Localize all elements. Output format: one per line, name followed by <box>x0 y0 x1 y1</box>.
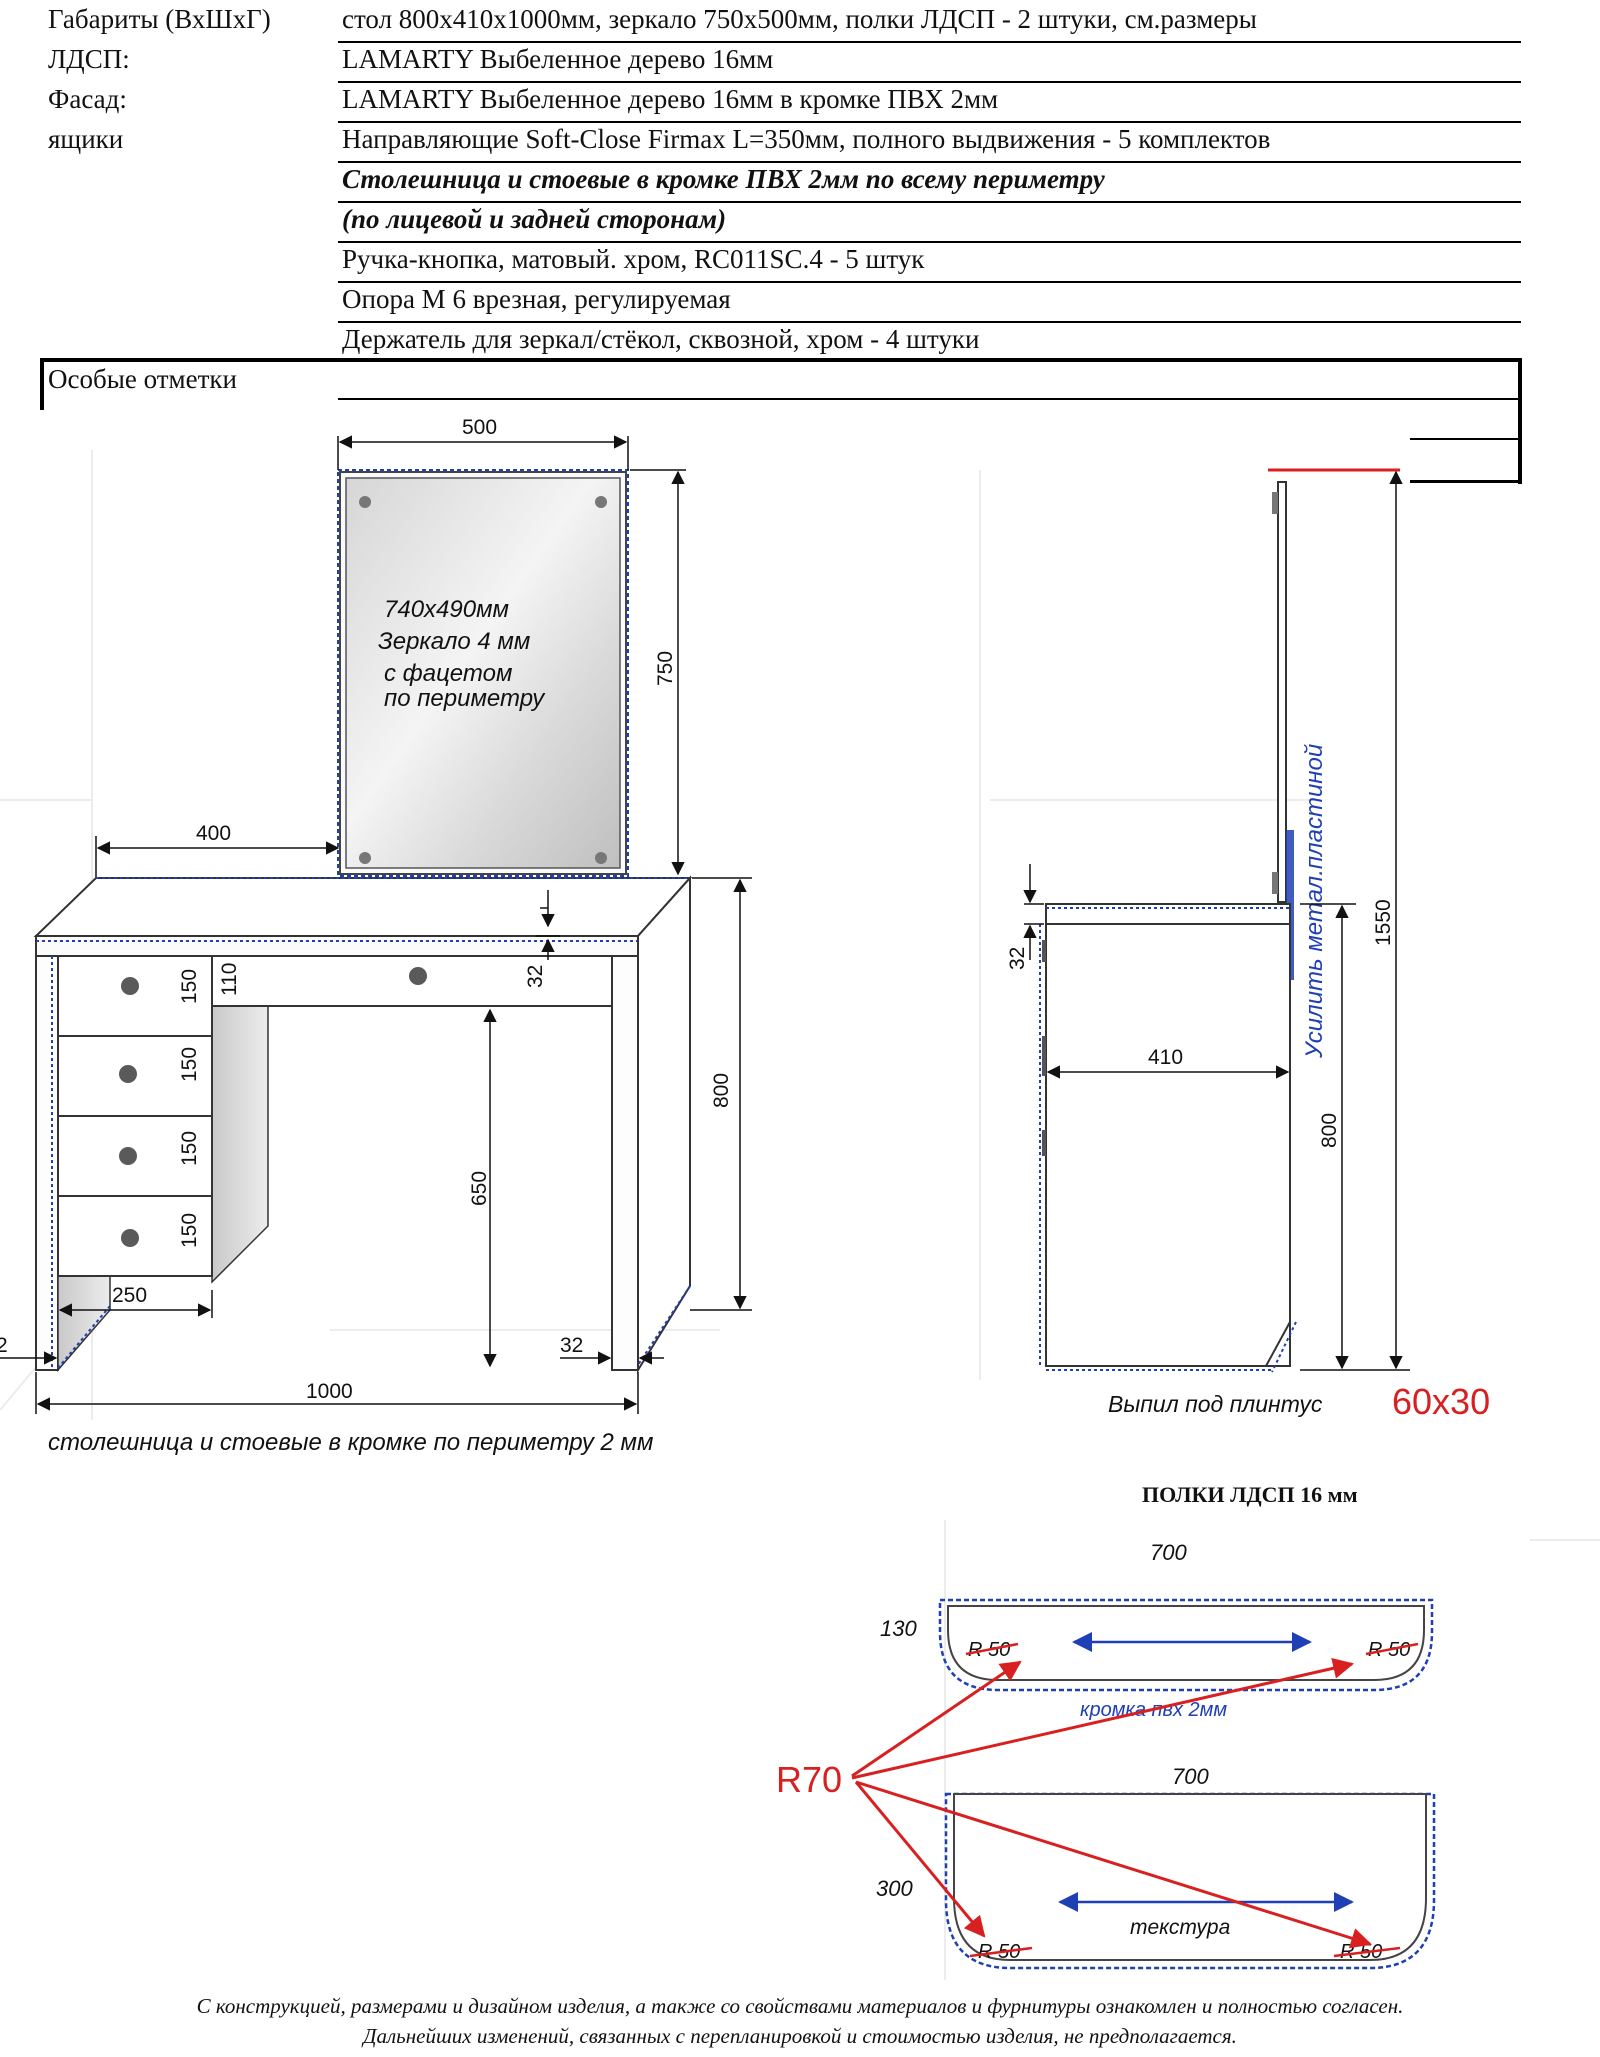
table-rule <box>338 321 1521 323</box>
knob-icon <box>121 977 139 995</box>
spec-value-handle: Ручка-кнопка, матовый. хром, RC011SC.4 -… <box>342 244 925 274</box>
notes-line <box>1410 438 1521 440</box>
dim-knee-height: 650 <box>468 1171 491 1206</box>
shelf-2-depth: 300 <box>876 1876 913 1901</box>
spec-value-ldsp: LAMARTY Выбеленное дерево 16мм <box>342 44 774 74</box>
table-body: 150 150 150 150 110 <box>33 875 693 1374</box>
dim-offset-400: 400 <box>196 822 231 845</box>
shelf-2-edge <box>944 1792 1436 1970</box>
plinth-size: 60х30 <box>1392 1381 1490 1422</box>
spec-value-dimensions: стол 800х410х1000мм, зеркало 750х500мм, … <box>342 4 1257 34</box>
table-rule <box>338 241 1521 243</box>
front-view: 740х490мм Зеркало 4 мм с фацетом по пери… <box>0 416 752 1456</box>
notes-label: Особые отметки <box>48 364 237 394</box>
mirror: 740х490мм Зеркало 4 мм с фацетом по пери… <box>337 469 629 877</box>
dim-total-width: 1000 <box>306 1380 353 1403</box>
notes-box-left <box>40 358 44 410</box>
spec-value-drawers: Направляющие Soft-Close Firmax L=350мм, … <box>342 124 1271 154</box>
knob-icon <box>409 967 427 985</box>
spec-value-support: Опора М 6 врезная, регулируемая <box>342 284 731 314</box>
footer-agreement-line1: С конструкцией, размерами и дизайном изд… <box>196 1994 1404 2018</box>
spec-value-facade: LAMARTY Выбеленное дерево 16мм в кромке … <box>342 84 999 114</box>
dim-cut-2: 2 <box>0 1334 8 1357</box>
dim-mirror-height: 750 <box>654 651 677 686</box>
plinth-label: Выпил под плинтус <box>1108 1391 1323 1417</box>
shelf-1-width: 700 <box>1150 1540 1187 1565</box>
knob-icon <box>119 1147 137 1165</box>
spec-value-edging-sides: (по лицевой и задней сторонам) <box>342 204 727 234</box>
shelf-1-edge <box>938 1598 1434 1692</box>
r70-arrows <box>851 1657 1373 1949</box>
notes-box-top <box>40 358 1522 362</box>
mirror-holder-icon <box>359 852 371 864</box>
shelves-section: ПОЛКИ ЛДСП 16 мм 700 130 R 50 R 50 кромк… <box>776 1482 1436 1970</box>
table-rule <box>338 281 1521 283</box>
shelf-1-depth: 130 <box>880 1616 917 1641</box>
shelves-title: ПОЛКИ ЛДСП 16 мм <box>1142 1482 1358 1507</box>
table-rule <box>338 121 1521 123</box>
table-rule <box>338 161 1521 163</box>
knob-icon <box>121 1229 139 1247</box>
mirror-text-thickness: Зеркало 4 мм <box>378 628 530 655</box>
spec-label-drawers: ящики <box>48 124 124 154</box>
mirror-text-size: 740х490мм <box>384 596 509 623</box>
shelf-2-width: 700 <box>1172 1764 1209 1789</box>
dim-total-height: 800 <box>710 1073 733 1108</box>
notes-line <box>1410 480 1522 483</box>
dim-drawer-1: 150 <box>178 969 201 1004</box>
mirror-text-facet: с фацетом <box>384 660 512 687</box>
side-dim-top-thickness: 32 <box>1006 947 1029 970</box>
spec-label-dimensions: Габариты (ВхШхГ) <box>48 4 271 34</box>
footer-agreement-line2: Дальнейших изменений, связанных с перепл… <box>363 2024 1237 2048</box>
dim-mirror-width: 500 <box>462 416 497 439</box>
spec-value-edging: Столешница и стоевые в кромке ПВХ 2мм по… <box>342 164 1105 194</box>
notes-line <box>338 398 1521 400</box>
mirror-side <box>1277 481 1287 903</box>
side-dim-depth: 410 <box>1148 1046 1183 1069</box>
spec-label-facade: Фасад: <box>48 84 127 114</box>
table-rule <box>338 41 1521 43</box>
dim-drawer-3: 150 <box>178 1131 201 1166</box>
mirror-holder-icon <box>595 852 607 864</box>
shelf-2 <box>953 1793 1427 1961</box>
table-rule <box>338 201 1521 203</box>
spec-value-mirror-holder: Держатель для зеркал/стёкол, сквозной, х… <box>342 324 980 354</box>
table-rule <box>338 81 1521 83</box>
mirror-text-perimeter: по периметру <box>384 685 546 712</box>
dim-pedestal-width: 250 <box>112 1284 147 1307</box>
edge-note: столешница и стоевые в кромке по перимет… <box>48 1429 653 1456</box>
mirror-holder-icon <box>359 496 371 508</box>
dim-center-drawer: 110 <box>218 963 241 996</box>
dim-leg-thickness: 32 <box>560 1334 583 1357</box>
reinforce-note: Усилить метал.пластиной <box>1301 744 1328 1059</box>
pedestal-drawers: 150 150 150 150 <box>57 955 213 1277</box>
dim-drawer-2: 150 <box>178 1047 201 1082</box>
dim-drawer-4: 150 <box>178 1213 201 1248</box>
mirror-holder-icon <box>595 496 607 508</box>
shelf-texture-label: текстура <box>1130 1916 1230 1939</box>
side-dim-table-height: 800 <box>1318 1113 1341 1148</box>
side-dim-total-height: 1550 <box>1372 899 1395 946</box>
knob-icon <box>119 1065 137 1083</box>
spec-label-ldsp: ЛДСП: <box>48 44 130 74</box>
dim-top-thickness: 32 <box>524 965 547 988</box>
side-view: Усилить метал.пластиной 32 410 <box>1006 468 1490 1422</box>
radius-r70: R70 <box>776 1759 842 1800</box>
notes-box-right <box>1518 358 1522 484</box>
